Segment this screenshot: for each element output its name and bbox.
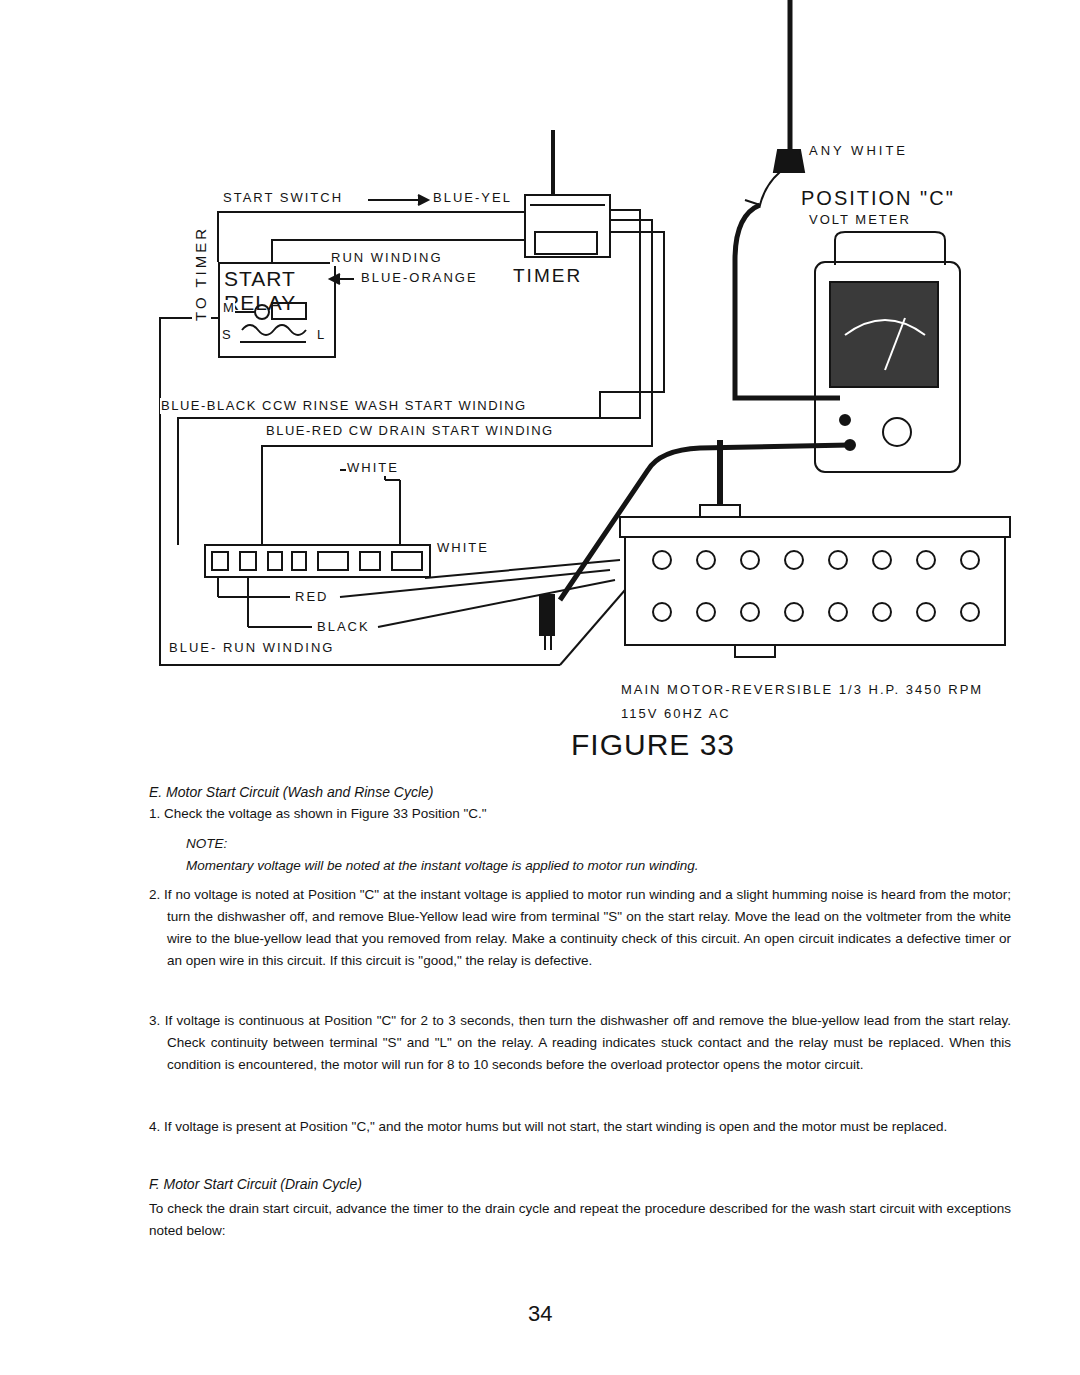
motor-label: 115V 60HZ AC (620, 706, 732, 722)
body-text: To check the drain start circuit, advanc… (148, 1198, 1012, 1242)
step-text: 4. If voltage is present at Position "C,… (166, 1116, 1012, 1138)
figure-caption: FIGURE 33 (570, 726, 736, 764)
note-text: Momentary voltage will be noted at the i… (185, 858, 700, 875)
wire-label: TO TIMER (192, 225, 211, 322)
wire-label: BLUE-BLACK CCW RINSE WASH START WINDING (160, 398, 528, 414)
terminal-label: S (221, 327, 232, 343)
wire-label: BLACK (316, 619, 371, 635)
probe-label: ANY WHITE (808, 143, 909, 159)
step-text: 1. Check the voltage as shown in Figure … (148, 806, 488, 823)
wire-label: BLUE-YEL (432, 190, 513, 206)
wire-label: RED (294, 589, 329, 605)
wire-label: RUN WINDING (330, 250, 444, 266)
position-label: POSITION "C" (800, 186, 956, 211)
wire-label: BLUE-RED CW DRAIN START WINDING (265, 423, 555, 439)
relay-box: START RELAY (218, 262, 336, 358)
part-label: TIMER (512, 264, 583, 288)
note-heading: NOTE: (185, 836, 228, 853)
motor-label: MAIN MOTOR-REVERSIBLE 1/3 H.P. 3450 RPM (620, 682, 984, 698)
instrument-label: VOLT METER (808, 212, 912, 228)
relay-title: START RELAY (220, 264, 320, 315)
wire-label: START SWITCH (222, 190, 344, 206)
terminal-label: M (222, 300, 235, 316)
step-text: 3. If voltage is continuous at Position … (166, 1010, 1012, 1076)
section-heading: E. Motor Start Circuit (Wash and Rinse C… (148, 784, 435, 802)
wire-label: BLUE-ORANGE (360, 270, 479, 286)
wire-label: BLUE- RUN WINDING (168, 640, 335, 656)
section-heading: F. Motor Start Circuit (Drain Cycle) (148, 1176, 363, 1194)
wire-label: WHITE (436, 540, 490, 556)
wire-label: WHITE (346, 460, 400, 476)
terminal-label: L (316, 327, 325, 343)
page-number: 34 (527, 1300, 553, 1328)
step-text: 2. If no voltage is noted at Position "C… (166, 884, 1012, 972)
